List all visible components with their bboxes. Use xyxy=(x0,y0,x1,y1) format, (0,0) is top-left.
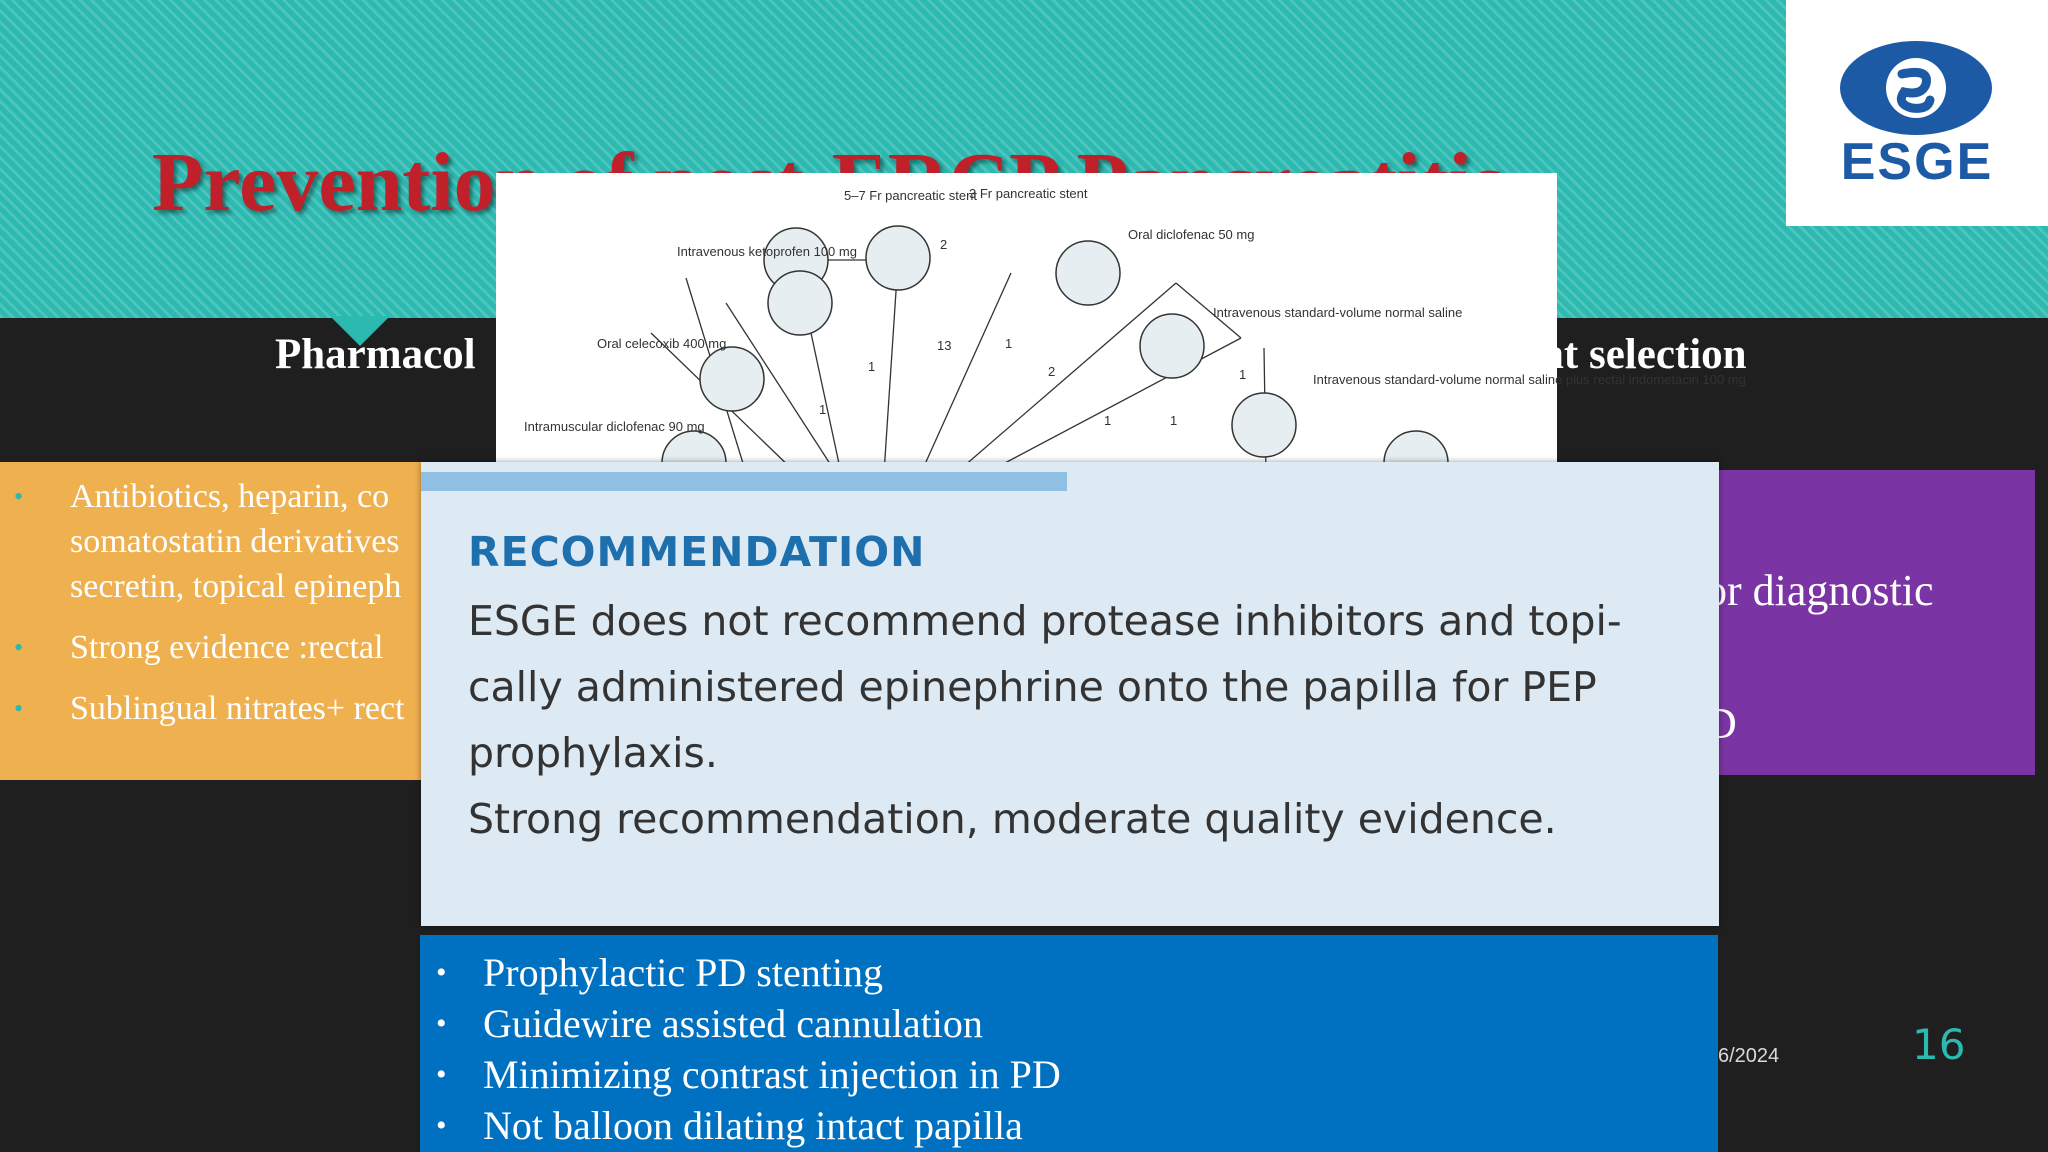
list-item: secretin, topical epineph xyxy=(0,564,450,609)
orange-panel: • Antibiotics, heparin, co somatostatin … xyxy=(0,462,450,780)
network-edge xyxy=(1175,282,1242,339)
edge-count: 1 xyxy=(1104,413,1111,428)
list-item: somatostatin derivatives xyxy=(0,519,450,564)
network-edge xyxy=(920,272,1012,474)
edge-count: 13 xyxy=(937,338,951,353)
edge-count: 2 xyxy=(940,237,947,252)
subtitle-left: Pharmacol xyxy=(275,331,476,378)
node-label: Intramuscular diclofenac 90 mg xyxy=(524,419,705,434)
bullet-icon: • xyxy=(14,633,24,662)
network-diagram: 5–7 Fr pancreatic stent 3 Fr pancreatic … xyxy=(524,186,1746,496)
network-edge xyxy=(985,337,1242,474)
bullet-icon: • xyxy=(14,482,24,511)
node-label: 3 Fr pancreatic stent xyxy=(969,186,1088,201)
recommendation-box: RECOMMENDATION ESGE does not recommend p… xyxy=(421,462,1719,926)
network-node xyxy=(1139,313,1205,379)
edge-count: 1 xyxy=(819,402,826,417)
network-node xyxy=(865,225,931,291)
list-item-text: secretin, topical epineph xyxy=(70,568,402,605)
list-item: • Strong evidence :rectal xyxy=(0,625,450,670)
list-item-text: Guidewire assisted cannulation xyxy=(483,1001,983,1046)
network-edge xyxy=(955,282,1177,474)
logo-text: ESGE xyxy=(1840,133,1994,191)
blue-bullet-list: • Prophylactic PD stenting • Guidewire a… xyxy=(420,947,1718,1151)
recommendation-accent-bar xyxy=(421,472,1067,491)
bullet-icon: • xyxy=(436,1007,447,1040)
network-node xyxy=(767,270,833,336)
subtitle-right: nt selection xyxy=(1540,331,1747,378)
purple-panel: or diagnostic D xyxy=(1690,470,2035,775)
node-label: Intravenous standard-volume normal salin… xyxy=(1213,305,1462,320)
footer-date: 6/2024 xyxy=(1718,1045,1780,1067)
node-label: 5–7 Fr pancreatic stent xyxy=(844,188,977,203)
edge-count: 1 xyxy=(1170,413,1177,428)
recommendation-line: prophylaxis. xyxy=(468,729,718,777)
bullet-icon: • xyxy=(436,1058,447,1091)
esge-emblem-icon xyxy=(1840,41,1992,135)
list-item: • Minimizing contrast injection in PD xyxy=(420,1049,1718,1100)
bullet-icon: • xyxy=(14,694,24,723)
node-label: Intravenous ketoprofen 100 mg xyxy=(677,244,857,259)
list-item: • Prophylactic PD stenting xyxy=(420,947,1718,998)
recommendation-line: cally administered epinephrine onto the … xyxy=(468,663,1597,711)
list-item: • Guidewire assisted cannulation xyxy=(420,998,1718,1049)
recommendation-heading: RECOMMENDATION xyxy=(468,528,926,576)
edge-count: 1 xyxy=(868,359,875,374)
header-notch xyxy=(330,316,390,346)
node-label: Oral celecoxib 400 mg xyxy=(597,336,726,351)
network-node xyxy=(1231,392,1297,458)
list-item-text: Prophylactic PD stenting xyxy=(483,950,883,995)
page-number: 16 xyxy=(1912,1020,1966,1069)
recommendation-body: ESGE does not recommend protease inhibit… xyxy=(468,588,1698,852)
network-meta-analysis-figure: 5–7 Fr pancreatic stent 3 Fr pancreatic … xyxy=(496,173,1746,496)
esge-logo: ESGE xyxy=(1786,0,2048,226)
orange-bullet-list: • Antibiotics, heparin, co somatostatin … xyxy=(0,474,450,731)
list-item-text: Not balloon dilating intact papilla xyxy=(483,1103,1023,1148)
network-node xyxy=(1055,240,1121,306)
list-item: • Sublingual nitrates+ rect xyxy=(0,686,450,731)
list-item: • Antibiotics, heparin, co xyxy=(0,474,450,519)
recommendation-line: ESGE does not recommend protease inhibit… xyxy=(468,597,1622,645)
header-band xyxy=(0,0,2048,318)
list-item: • Not balloon dilating intact papilla xyxy=(420,1100,1718,1151)
purple-text-line1: or diagnostic xyxy=(1705,566,1934,615)
list-item-text: Sublingual nitrates+ rect xyxy=(70,690,405,727)
list-item-text: somatostatin derivatives xyxy=(70,523,400,560)
list-item-text: Minimizing contrast injection in PD xyxy=(483,1052,1061,1097)
bullet-icon: • xyxy=(436,1109,447,1142)
recommendation-line: Strong recommendation, moderate quality … xyxy=(468,795,1557,843)
edge-count: 2 xyxy=(1048,364,1055,379)
network-node xyxy=(699,346,765,412)
edge-count: 1 xyxy=(1005,336,1012,351)
edge-count: 1 xyxy=(1239,367,1246,382)
list-item-text: Antibiotics, heparin, co xyxy=(70,478,390,515)
node-label: Oral diclofenac 50 mg xyxy=(1128,227,1254,242)
blue-panel: • Prophylactic PD stenting • Guidewire a… xyxy=(420,935,1718,1152)
bullet-icon: • xyxy=(436,956,447,989)
network-edge xyxy=(883,260,899,474)
node-label: Intravenous standard-volume normal salin… xyxy=(1313,372,1746,387)
list-item-text: Strong evidence :rectal xyxy=(70,629,384,666)
network-edge xyxy=(725,302,837,474)
